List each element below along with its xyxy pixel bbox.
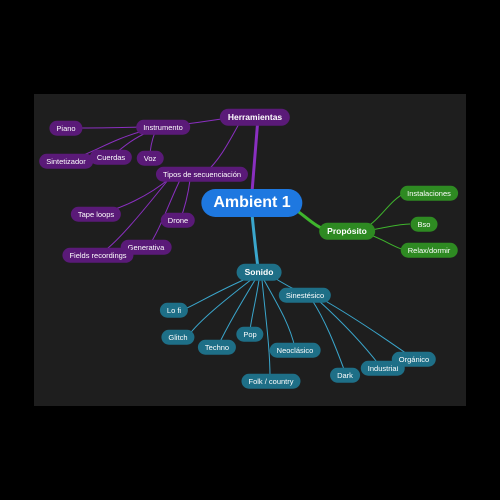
node-piano[interactable]: Piano: [49, 120, 83, 136]
node-proposito[interactable]: Propósito: [319, 222, 375, 240]
node-voz[interactable]: Voz: [136, 150, 164, 166]
link-root-herramientas: [250, 117, 260, 193]
node-tape-loops[interactable]: Tape loops: [70, 206, 122, 222]
node-cuerdas[interactable]: Cuerdas: [89, 149, 133, 165]
node-neoclasico[interactable]: Neoclásico: [269, 342, 321, 358]
node-techno[interactable]: Techno: [197, 339, 237, 355]
node-instrumento[interactable]: Instrumento: [136, 119, 190, 135]
node-dark[interactable]: Dark: [330, 367, 360, 383]
link-proposito-relax: [367, 233, 406, 251]
node-herramientas[interactable]: Herramientas: [219, 108, 291, 126]
link-proposito-bso: [369, 223, 411, 231]
link-herramientas-secuenciacion: [204, 121, 241, 174]
node-bso[interactable]: Bso: [410, 216, 438, 232]
link-sinestesico-industrial: [317, 299, 381, 367]
link-proposito-instalaciones: [364, 192, 406, 229]
node-drone[interactable]: Drone: [160, 212, 196, 228]
link-root-sonido: [250, 213, 260, 269]
node-lofi[interactable]: Lo fi: [159, 302, 189, 318]
node-glitch[interactable]: Glitch: [161, 329, 195, 345]
node-generativa[interactable]: Generativa: [120, 239, 172, 255]
node-tipos-secuenciacion[interactable]: Tipos de secuenciación: [155, 166, 249, 182]
link-sinestesico-organico: [321, 298, 411, 357]
node-fields-recordings[interactable]: Fields recordings: [62, 247, 134, 263]
node-relax-dormir[interactable]: Relax/dormir: [400, 242, 458, 258]
node-sintetizador[interactable]: Sintetizador: [39, 153, 93, 169]
link-sonido-neoclasico: [263, 279, 296, 349]
node-instalaciones[interactable]: Instalaciones: [400, 185, 458, 201]
link-sonido-pop: [249, 279, 260, 331]
link-sonido-lofi: [184, 277, 249, 310]
root-node[interactable]: Ambient 1: [201, 189, 303, 217]
node-sonido[interactable]: Sonido: [236, 263, 282, 281]
node-folk-country[interactable]: Folk / country: [241, 373, 301, 389]
link-sinestesico-dark: [311, 299, 346, 373]
node-organico[interactable]: Orgánico: [391, 351, 437, 367]
link-sonido-folk: [261, 279, 271, 378]
node-sinestesico[interactable]: Sinestésico: [278, 287, 332, 303]
node-pop[interactable]: Pop: [236, 326, 264, 342]
